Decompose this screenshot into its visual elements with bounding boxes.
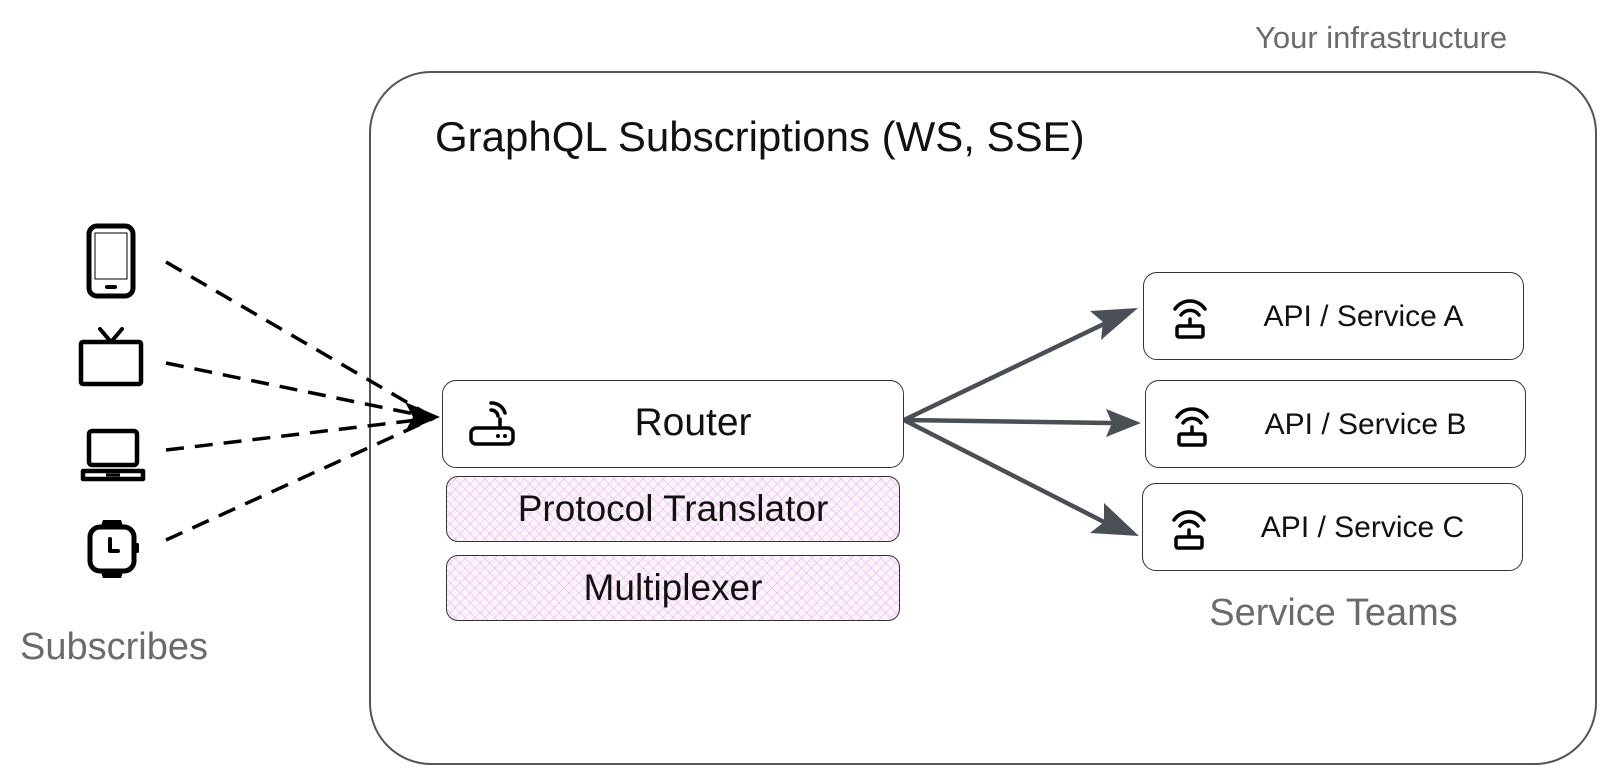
laptop-icon <box>80 428 146 482</box>
service-a-node: API / Service A <box>1143 272 1524 360</box>
service-b-node: API / Service B <box>1145 380 1526 468</box>
router-to-service-c-arrow <box>901 417 1111 527</box>
service-c-arrowhead <box>1090 503 1139 536</box>
client-connection-line <box>165 416 435 542</box>
client-arrowhead <box>405 402 440 432</box>
router-to-service-b-arrow <box>901 417 1113 426</box>
multiplexer-node: Multiplexer <box>446 555 900 621</box>
diagram-title: GraphQL Subscriptions (WS, SSE) <box>435 113 1085 160</box>
router-to-service-a-arrow <box>901 319 1111 423</box>
smartphone-icon <box>86 223 136 299</box>
client-connection-line <box>165 260 435 420</box>
service-a-antenna-icon <box>1173 299 1207 339</box>
router-node: Router <box>442 380 904 468</box>
protocol-translator-label: Protocol Translator <box>517 488 829 529</box>
infrastructure-container <box>369 71 1597 765</box>
multiplexer-label: Multiplexer <box>583 567 763 608</box>
client-connection-line <box>165 416 435 452</box>
smartwatch-icon <box>87 520 139 578</box>
client-connection-line <box>165 361 435 420</box>
infrastructure-label: Your infrastructure <box>1255 20 1508 55</box>
service-c-node: API / Service C <box>1142 483 1523 571</box>
service-c-label: API / Service C <box>1260 511 1465 544</box>
service-a-label: API / Service A <box>1263 300 1464 333</box>
service-c-antenna-icon <box>1172 510 1206 550</box>
service-b-antenna-icon <box>1175 407 1209 447</box>
service-teams-label: Service Teams <box>1209 592 1458 634</box>
service-b-arrowhead <box>1106 409 1141 437</box>
tv-icon <box>78 327 144 387</box>
router-icon <box>469 401 515 446</box>
router-label: Router <box>634 401 752 444</box>
service-b-label: API / Service B <box>1264 408 1467 441</box>
service-a-arrowhead <box>1090 308 1138 340</box>
protocol-translator-node: Protocol Translator <box>446 476 900 542</box>
subscribers-label: Subscribes <box>20 626 208 668</box>
